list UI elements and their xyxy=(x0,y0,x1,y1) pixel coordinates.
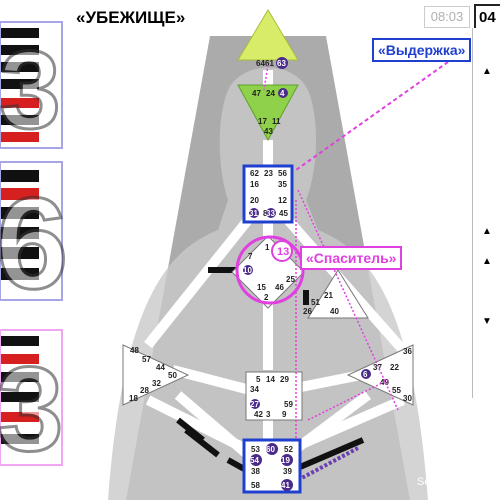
solar-plexus-center[interactable] xyxy=(346,344,414,406)
gate-label: 19 xyxy=(281,456,290,465)
gate-label: 12 xyxy=(278,196,287,205)
gate-label: 25 xyxy=(286,275,295,284)
gate-label: 53 xyxy=(251,445,260,454)
gate-label: 33 xyxy=(266,209,275,218)
purple-channel xyxy=(297,446,359,482)
gate-label: 44 xyxy=(156,363,165,372)
gate-label: 52 xyxy=(284,445,293,454)
gate-label: 46 xyxy=(275,283,284,292)
gate-label: 28 xyxy=(140,386,149,395)
ajna-center[interactable] xyxy=(237,84,299,142)
hexagram-card-digit: 3 xyxy=(0,29,61,152)
gate-label: 26 xyxy=(303,307,312,316)
gate-label: 35 xyxy=(278,180,287,189)
gate-label: 41 xyxy=(281,481,290,490)
gate-label: 62 xyxy=(250,169,259,178)
gate-label: 42 xyxy=(254,410,263,419)
gate-label: 17 xyxy=(258,117,267,126)
marker-up-2: ▲ xyxy=(482,226,492,237)
gate-label: 31 xyxy=(249,209,258,218)
savior-callout-label: «Спаситель» xyxy=(306,250,397,266)
bodygraph: 64 61 63 47 24 4 17 11 43 62 23 56 16 35… xyxy=(108,9,449,500)
gate-label: 60 xyxy=(266,445,275,454)
gate-label: 2 xyxy=(264,293,269,302)
gate-label: 43 xyxy=(264,127,273,136)
gate-label: 64 xyxy=(256,59,265,68)
hexagram-card-2[interactable]: 6 xyxy=(0,161,70,318)
gate-13-marker[interactable] xyxy=(271,240,293,262)
gate-label: 40 xyxy=(330,307,339,316)
marker-up-3: ▲ xyxy=(482,256,492,267)
marker-down: ▼ xyxy=(482,316,492,327)
gate-label: 9 xyxy=(282,410,287,419)
gate-label: 49 xyxy=(380,378,389,387)
restraint-callout[interactable]: «Выдержка» xyxy=(372,38,472,62)
sacral-center[interactable] xyxy=(245,371,303,421)
gate-label: 23 xyxy=(264,169,273,178)
author-credit: Sergei Mavlat xyxy=(417,476,485,488)
gate-label: 10 xyxy=(243,266,252,275)
spleen-center[interactable] xyxy=(122,344,190,406)
gate-label: 5 xyxy=(256,375,261,384)
gate-label: 22 xyxy=(390,363,399,372)
gate-label: 3 xyxy=(266,410,271,419)
restraint-callout-label: «Выдержка» xyxy=(378,42,466,58)
gate-label: 57 xyxy=(142,355,151,364)
gate-labels: 64 61 63 47 24 4 17 11 43 62 23 56 16 35… xyxy=(129,57,412,491)
date-display[interactable]: 04 xyxy=(474,4,500,32)
gate-label: 8 xyxy=(263,209,268,218)
gate-label: 24 xyxy=(266,89,275,98)
gate-label: 55 xyxy=(392,386,401,395)
gate-label: 32 xyxy=(152,379,161,388)
gate-label: 20 xyxy=(250,196,259,205)
gate-label: 18 xyxy=(129,394,138,403)
gate-label: 6 xyxy=(363,370,368,379)
savior-callout[interactable]: «Спаситель» xyxy=(300,246,403,270)
page-title: «УБЕЖИЩЕ» xyxy=(76,8,186,27)
gate-label: 16 xyxy=(250,180,259,189)
hexagram-cards: 3 6 3 xyxy=(0,21,70,478)
gate-label: 50 xyxy=(168,371,177,380)
annotation-lines xyxy=(235,61,449,440)
gate-label: 61 xyxy=(265,59,274,68)
gate-label: 36 xyxy=(403,347,412,356)
gate-label: 4 xyxy=(280,89,285,98)
gate-label: 54 xyxy=(250,456,259,465)
gate-label: 56 xyxy=(278,169,287,178)
gate-label: 45 xyxy=(279,209,288,218)
gate-label: 59 xyxy=(284,400,293,409)
head-center[interactable] xyxy=(237,9,299,61)
hexagram-card-digit: 6 xyxy=(0,170,68,316)
gate-label: 34 xyxy=(250,385,259,394)
defined-channels xyxy=(176,267,365,473)
gate-label: 51 xyxy=(311,298,320,307)
gate-label: 58 xyxy=(251,481,260,490)
gate-label: 47 xyxy=(252,89,261,98)
gate-13-label: 13 xyxy=(277,246,289,258)
gate-label: 15 xyxy=(257,283,266,292)
gate-label: 48 xyxy=(130,346,139,355)
gate-label: 1 xyxy=(265,243,270,252)
right-panel xyxy=(472,28,500,398)
gate-label: 38 xyxy=(251,467,260,476)
gate-label: 11 xyxy=(272,117,281,126)
gate-label: 27 xyxy=(250,400,259,409)
gate-label: 63 xyxy=(277,59,286,68)
gate-label: 30 xyxy=(403,394,412,403)
gate-label: 7 xyxy=(248,252,253,261)
gate-label: 37 xyxy=(373,363,382,372)
hexagram-card-3[interactable]: 3 xyxy=(0,329,65,478)
time-display: 08:03 xyxy=(424,6,470,28)
gate-label: 39 xyxy=(283,467,292,476)
gate-label: 21 xyxy=(324,291,333,300)
marker-up-1: ▲ xyxy=(482,66,492,77)
gate-label: 29 xyxy=(280,375,289,384)
heart-center[interactable] xyxy=(307,269,369,319)
savior-ring xyxy=(235,235,305,305)
hexagram-card-1[interactable]: 3 xyxy=(0,21,63,154)
hexagram-card-digit: 3 xyxy=(0,342,63,476)
gate-label: 14 xyxy=(266,375,275,384)
